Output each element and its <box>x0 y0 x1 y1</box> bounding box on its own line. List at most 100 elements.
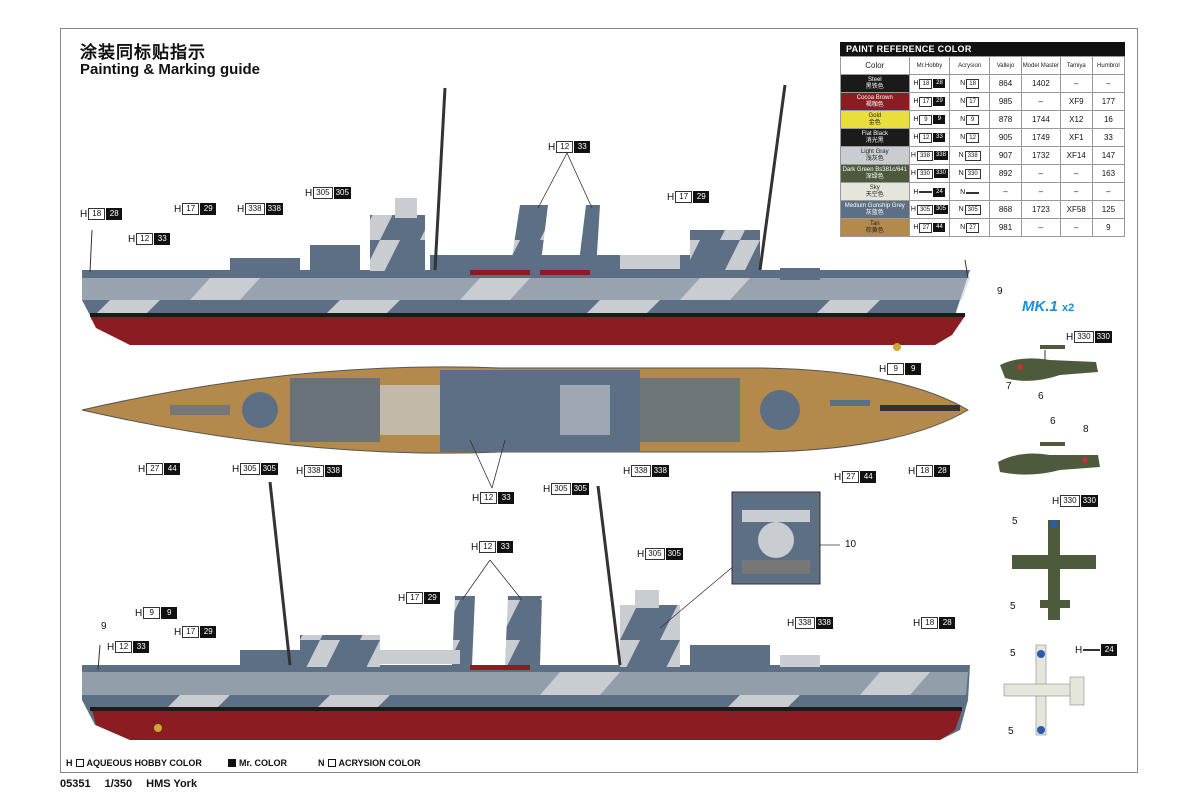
paint-table-columns: Color Mr.Hobby Acrysion Vallejo Model Ma… <box>840 56 1126 75</box>
paint-code-mm: 1749 <box>1021 128 1061 147</box>
paint-code-vallejo: – <box>988 182 1023 201</box>
paint-code-tamiya: XF58 <box>1059 200 1093 219</box>
marker-10: 10 <box>845 539 857 550</box>
paint-code-mm: 1732 <box>1021 146 1061 165</box>
paint-code-humbrol: 33 <box>1091 128 1126 147</box>
legend-mr-color: Mr. COLOR <box>228 758 287 768</box>
paint-code-vallejo: 985 <box>988 92 1023 111</box>
paint-code-tamiya: – <box>1059 74 1093 93</box>
paint-code-vallejo: 981 <box>988 218 1023 237</box>
marker-5: 5 <box>1010 648 1016 659</box>
marker-7: 7 <box>1006 381 1012 392</box>
footer: 05351 1/350 HMS York <box>60 778 197 790</box>
paint-code-mm: – <box>1021 182 1061 201</box>
paint-code-mm: – <box>1021 218 1061 237</box>
marker-5: 5 <box>1010 601 1016 612</box>
marker-8: 8 <box>1083 424 1089 435</box>
paint-code-vallejo: 864 <box>988 74 1023 93</box>
marker-9: 9 <box>101 621 107 632</box>
page-frame <box>60 28 1138 773</box>
paint-code-mm: – <box>1021 92 1061 111</box>
ship-profile-bottom <box>82 481 970 740</box>
paint-code-tamiya: XF14 <box>1059 146 1093 165</box>
paint-code-vallejo: 878 <box>988 110 1023 129</box>
paint-code-mm: 1402 <box>1021 74 1061 93</box>
page-title-cn: 涂装同标贴指示 <box>80 43 206 63</box>
ship-profile-top <box>82 84 970 351</box>
paint-code-humbrol: – <box>1091 182 1126 201</box>
paint-reference-table: PAINT REFERENCE COLOR Color Mr.Hobby Acr… <box>840 42 1126 237</box>
paint-code-humbrol: 125 <box>1091 200 1126 219</box>
page-title-en: Painting & Marking guide <box>80 61 261 78</box>
ship-plan-view <box>81 366 969 454</box>
col-color: Color <box>840 56 910 75</box>
leader-lines <box>461 152 593 601</box>
aircraft-bottom <box>1003 644 1085 736</box>
aircraft-side-2 <box>998 442 1100 475</box>
scale: 1/350 <box>104 778 133 790</box>
paint-code-tamiya: – <box>1059 218 1093 237</box>
aircraft-side-1 <box>1000 345 1098 381</box>
col-tamiya: Tamiya <box>1059 56 1093 75</box>
marker-6: 6 <box>1038 391 1044 402</box>
paint-code-humbrol: 9 <box>1091 218 1126 237</box>
aircraft-label: MK.1 x2 <box>1022 298 1075 315</box>
paint-code-vallejo: 868 <box>988 200 1023 219</box>
aircraft-top <box>1012 520 1096 620</box>
ship-name: HMS York <box>146 778 198 790</box>
col-acrysion: Acrysion <box>949 56 990 75</box>
paint-code-humbrol: 16 <box>1091 110 1126 129</box>
paint-code-humbrol: 147 <box>1091 146 1126 165</box>
paint-code-tamiya: XF9 <box>1059 92 1093 111</box>
marker-6: 6 <box>1050 416 1056 427</box>
